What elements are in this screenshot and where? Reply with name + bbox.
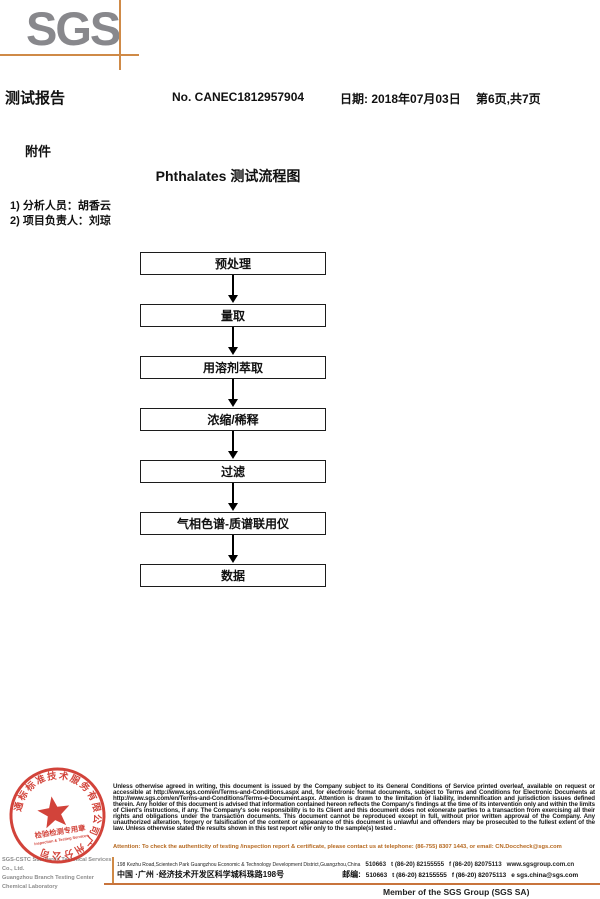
star-icon	[37, 796, 70, 829]
analyst-line: 1) 分析人员：胡香云	[10, 200, 111, 212]
arrow-down-icon	[140, 379, 326, 408]
authenticity-notice: Attention: To check the authenticity of …	[113, 844, 562, 850]
address-row-english: 198 Kezhu Road,Scientech Park Guangzhou …	[117, 861, 595, 868]
arrow-down-icon	[140, 483, 326, 512]
legal-disclaimer: Unless otherwise agreed in writing, this…	[113, 783, 595, 832]
page-indicator: 第6页,共7页	[476, 92, 541, 106]
sgs-logo: SGS	[26, 2, 121, 55]
arrow-down-icon	[140, 431, 326, 460]
postal-code: 510663	[365, 872, 388, 879]
arrow-down-icon	[140, 535, 326, 564]
arrow-down-icon	[140, 327, 326, 356]
postal-code: 510663	[365, 861, 387, 868]
fax: f (86-20) 82075113	[449, 861, 502, 868]
flow-step-measure: 量取	[140, 304, 326, 327]
arrow-down-icon	[140, 275, 326, 304]
crop-mark-vertical	[119, 0, 121, 70]
fax: f (86-20) 82075113	[451, 872, 507, 879]
crop-mark-horizontal	[0, 54, 139, 56]
report-date: 日期: 2018年07月03日	[340, 92, 461, 106]
postal-label: 邮编:	[342, 870, 361, 879]
telephone: t (86-20) 82155555	[391, 861, 445, 868]
sgs-group-membership: Member of the SGS Group (SGS SA)	[383, 887, 530, 897]
lab-name-line2: Guangzhou Branch Testing Center Chemical…	[2, 875, 94, 890]
address-row-chinese: 中国 ·广州 ·经济技术开发区科学城科珠路198号 邮编: 510663 t (…	[117, 869, 595, 880]
flow-step-solvent-extraction: 用溶剂萃取	[140, 356, 326, 379]
flow-step-gcms: 气相色谱-质谱联用仪	[140, 512, 326, 535]
company-stamp: 通标标准技术服务有限公司广州分公司 检验检测专用章 Inspection & T…	[1, 759, 114, 872]
lab-name-block: SGS-CSTC Standards Technical Services Co…	[2, 856, 117, 892]
flow-step-filter: 过滤	[140, 460, 326, 483]
email: e sgs.china@sgs.com	[511, 872, 579, 879]
lab-name-line1: SGS-CSTC Standards Technical Services Co…	[2, 857, 112, 872]
website: www.sgsgroup.com.cn	[506, 861, 575, 868]
flow-step-concentrate-dilute: 浓缩/稀释	[140, 408, 326, 431]
address-divider	[112, 857, 114, 884]
flow-step-pretreatment: 预处理	[140, 252, 326, 275]
project-leader-line: 2) 项目负责人：刘琼	[10, 215, 111, 227]
flowchart-title: Phthalates 测试流程图	[155, 168, 301, 184]
flowchart: 预处理 量取 用溶剂萃取 浓缩/稀释 过滤 气相色谱-质谱联用仪 数据	[140, 252, 326, 587]
personnel-list: 1) 分析人员：胡香云 2) 项目负责人：刘琼	[10, 199, 111, 229]
report-number: No. CANEC1812957904	[172, 90, 305, 104]
telephone: t (86-20) 82155555	[392, 872, 447, 879]
address-chinese: 中国 ·广州 ·经济技术开发区科学城科珠路198号	[117, 870, 285, 879]
flow-step-data: 数据	[140, 564, 326, 587]
footer-rule	[104, 883, 600, 885]
report-title: 测试报告	[5, 90, 66, 107]
attachment-label: 附件	[25, 144, 52, 159]
stamp-seal-icon: 通标标准技术服务有限公司广州分公司 检验检测专用章 Inspection & T…	[7, 763, 110, 868]
address-english: 198 Kezhu Road,Scientech Park Guangzhou …	[117, 862, 361, 868]
